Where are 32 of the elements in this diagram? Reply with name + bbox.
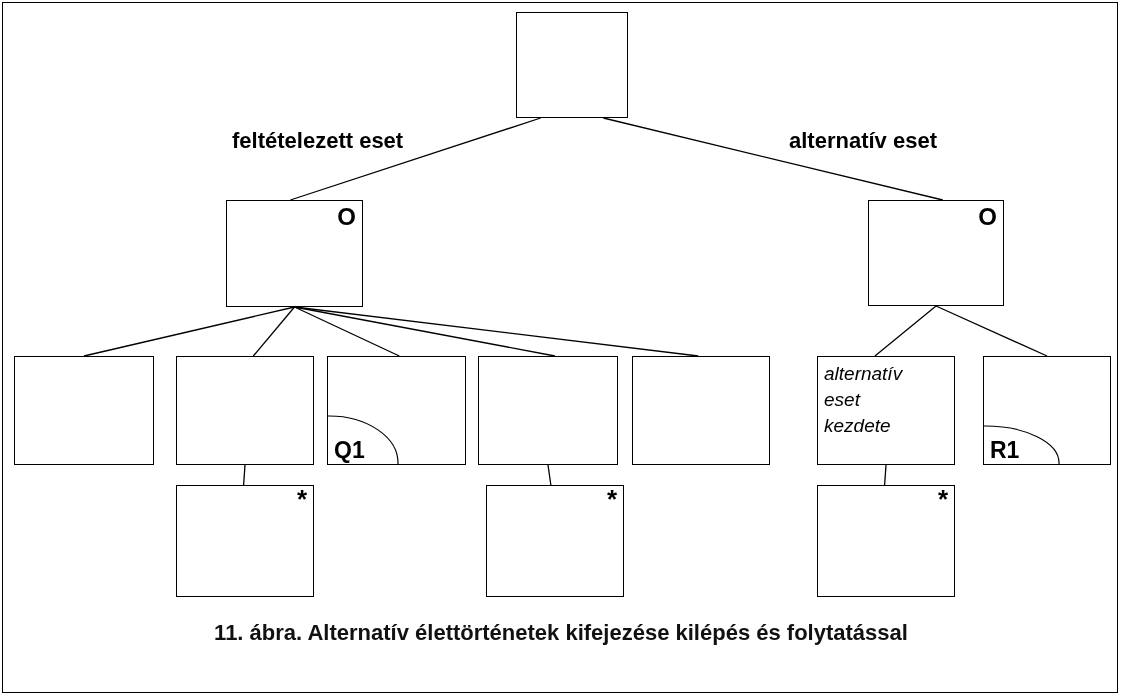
tree-box: [14, 356, 154, 465]
corner-label: R1: [990, 439, 1020, 462]
asterisk-mark: *: [296, 486, 307, 512]
corner-label: Q1: [334, 439, 365, 462]
tree-box: [817, 485, 955, 597]
asterisk-mark: *: [937, 486, 948, 512]
tree-box: [868, 200, 1004, 306]
asterisk-mark: *: [606, 486, 617, 512]
tree-box: [176, 485, 314, 597]
connector-line: [602, 117, 944, 201]
box-text: alternatív eset kezdete: [824, 362, 904, 439]
tree-box: [516, 12, 628, 118]
caption: 11. ábra. Alternatív élettörténetek kifejezése kilépés és folytatással: [213, 620, 909, 646]
connector-line: [935, 305, 1048, 357]
tree-box: [632, 356, 770, 465]
connector-line: [252, 306, 296, 357]
tree-box: [327, 356, 466, 465]
tree-box: [486, 485, 624, 597]
connector-line: [83, 306, 296, 357]
connector-line: [883, 464, 887, 486]
connector-line: [547, 464, 552, 486]
tree-box: [478, 356, 618, 465]
tree-box: [817, 356, 955, 465]
connector-line: [289, 117, 542, 201]
tree-box: [983, 356, 1111, 465]
connector-line: [874, 305, 937, 357]
connector-line: [293, 306, 400, 357]
corner-label: O: [337, 205, 356, 229]
tree-box: [226, 200, 363, 307]
connector-line: [242, 464, 246, 486]
tree-box: [176, 356, 314, 465]
corner-label: O: [978, 205, 997, 229]
